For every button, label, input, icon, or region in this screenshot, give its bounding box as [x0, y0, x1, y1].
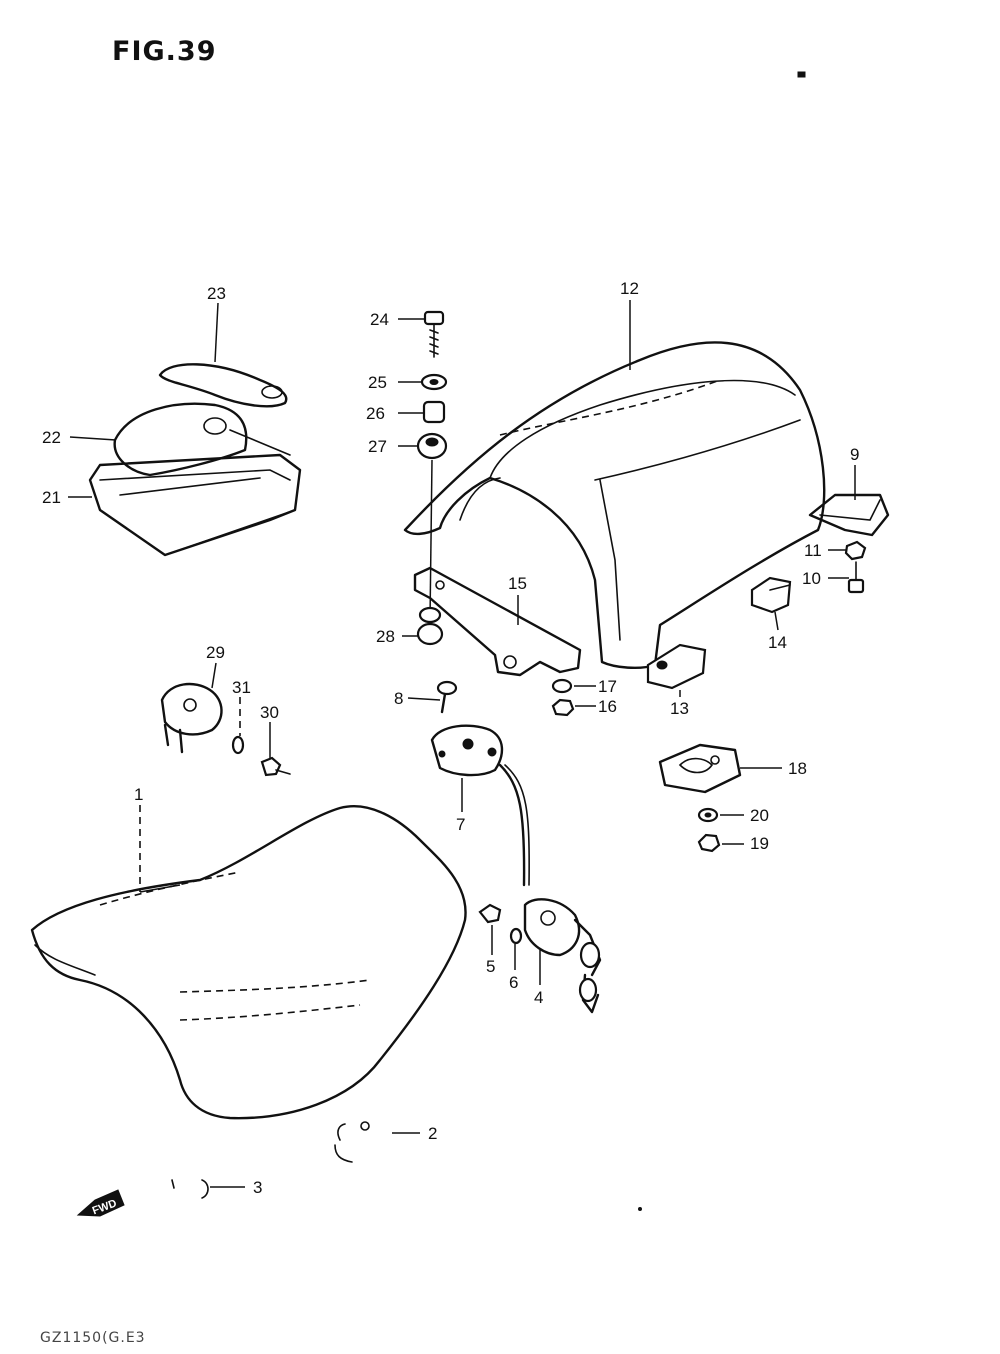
callout-5: 5 [486, 957, 495, 976]
damper-27-part [416, 432, 448, 460]
bolt-8-part [436, 680, 458, 714]
washer-31-part [231, 735, 245, 755]
callout-30: 30 [260, 703, 279, 722]
helmet-lock-29-part [160, 682, 223, 754]
callout-4: 4 [534, 988, 543, 1007]
cushion-14-part [750, 576, 792, 614]
callout-18: 18 [788, 759, 807, 778]
callout-23: 23 [207, 284, 226, 303]
collar-26-part [422, 400, 446, 424]
callout-21: 21 [42, 488, 61, 507]
tool-tray-21-part [88, 429, 302, 557]
callout-10: 10 [802, 569, 821, 588]
callout-22: 22 [42, 428, 61, 447]
footer-model-code: GZ1150(G.E3 [40, 1330, 146, 1346]
callout-2: 2 [428, 1124, 437, 1143]
callout-31: 31 [232, 678, 251, 697]
callout-12: 12 [620, 279, 639, 298]
tail-cowl-part [403, 341, 826, 670]
fwd-arrow-icon [76, 1189, 125, 1217]
leader-lines [68, 300, 856, 1188]
bolt-30-part [260, 756, 291, 777]
callout-3: 3 [253, 1178, 262, 1197]
scan-mark [797, 71, 806, 78]
lock-plate-7-part [430, 724, 530, 887]
callout-17: 17 [598, 677, 617, 696]
callout-11: 11 [804, 541, 822, 560]
washer-6-part [509, 927, 523, 945]
callout-27: 27 [368, 437, 387, 456]
callout-20: 20 [750, 806, 769, 825]
clip-2-part [334, 1121, 370, 1163]
callout-19: 19 [750, 834, 769, 853]
washer-25-part [420, 373, 448, 391]
tool-bag-22-part [113, 402, 248, 477]
nut-19-part [697, 833, 721, 853]
figure-title: FIG.39 [112, 36, 217, 67]
callout-8: 8 [394, 689, 403, 708]
nut-17-part [551, 678, 573, 694]
scan-dot [638, 1207, 642, 1211]
seat-lock-4-part [523, 898, 602, 1014]
callout-29: 29 [206, 643, 225, 662]
callout-9: 9 [850, 445, 859, 464]
bolt-10-part [847, 561, 865, 594]
callout-15: 15 [508, 574, 527, 593]
callout-16: 16 [598, 697, 617, 716]
callout-13: 13 [670, 699, 689, 718]
callout-7: 7 [456, 815, 465, 834]
cushion-13-part [646, 643, 707, 690]
callout-26: 26 [366, 404, 385, 423]
bolt-5-part [478, 903, 502, 924]
tail-bracket-part [413, 566, 582, 677]
bolt-24-part [423, 310, 445, 358]
callout-24: 24 [370, 310, 389, 329]
callout-25: 25 [368, 373, 387, 392]
callout-14: 14 [768, 633, 787, 652]
base-plate-18-part [658, 743, 742, 794]
clip-3-part [171, 1179, 209, 1199]
strap-23-part [158, 363, 288, 408]
callout-28: 28 [376, 627, 395, 646]
washer-20-part [697, 807, 719, 823]
seat-1-part [30, 805, 467, 1120]
nut-11-part [844, 540, 867, 561]
hinge-9-part [808, 493, 890, 537]
callout-1: 1 [134, 785, 143, 804]
damper-28-part [416, 606, 444, 646]
callout-labels: 1 2 3 4 5 6 7 8 9 10 11 12 13 14 15 16 1… [42, 279, 859, 1197]
callout-6: 6 [509, 973, 518, 992]
nut-16-part [551, 698, 575, 717]
